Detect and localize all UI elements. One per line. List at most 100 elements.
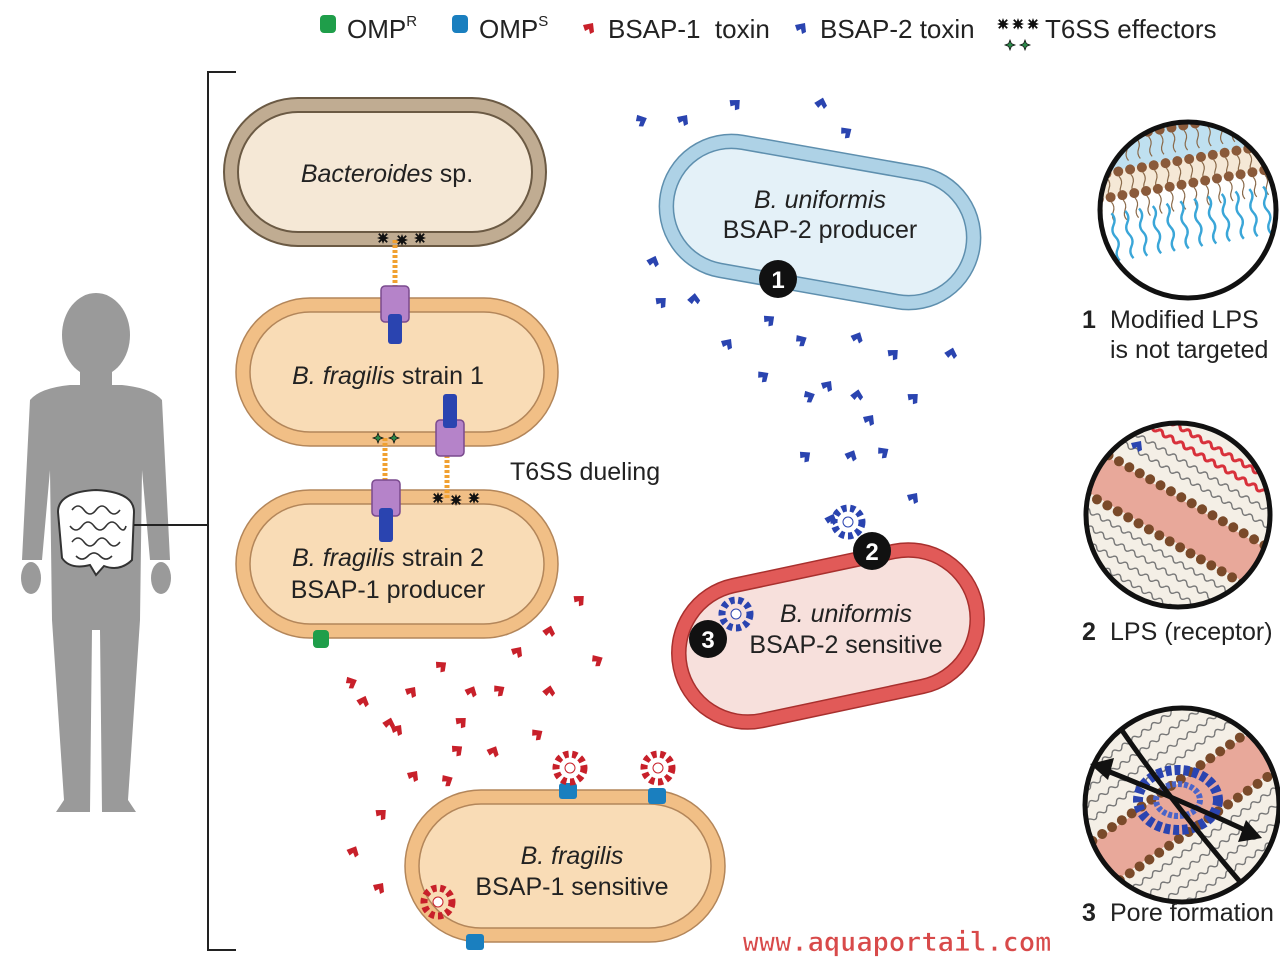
bsap1-toxin [541,684,556,700]
bsap2-toxin [813,97,828,112]
bsap2-toxin [797,449,812,464]
bsap2-toxin [943,347,958,362]
bidirectional-arrow-icon [1090,758,1262,842]
cell-bacteroides: Bacteroides sp. [223,97,547,247]
cell-fragilis-strain1: B. fragilis strain 1 [235,297,559,447]
bsap2-toxin [907,493,918,504]
legend-omp-s: OMPS [452,13,548,44]
inset2-line1: LPS (receptor) [1110,618,1273,646]
legend-omp-r: OMPR [320,13,417,44]
bsap1-toxin [511,647,522,658]
t6ss-connectors [371,231,481,542]
legend-omp-s-label: OMPS [479,13,548,44]
bsap2-toxin [886,348,899,361]
bsap2-toxin [632,113,648,129]
bsap2-toxin [875,445,890,460]
cell-uniformis-producer [658,133,982,311]
omp-s-swatch [452,15,468,33]
inset3-number: 3 [1082,899,1096,927]
marker-2: 2 [853,532,891,570]
bsap1-toxin [449,743,464,758]
bsap2-toxin [761,313,776,328]
inset-lps-receptor: 2 LPS (receptor) [1082,420,1273,646]
bsap1-toxin [374,808,387,821]
bracket [134,71,236,951]
fragilis1-label: B. fragilis strain 1 [292,362,484,390]
bsap2-toxin [677,115,688,126]
legend-bsap1: BSAP-1 toxin [583,14,770,44]
svg-text:3: 3 [701,627,714,654]
omp-s-protein [559,783,577,799]
bsap2-toxin [755,369,770,384]
cell-uniformis-sensitive [671,542,985,730]
bsap2-toxin [844,450,857,463]
bsap2-toxin [821,381,832,392]
marker-3: 3 [689,620,727,658]
legend: OMPR OMPS BSAP-1 toxin BSAP-2 toxin T6SS… [320,13,1217,51]
bsap2-toxin [906,392,919,405]
watermark: www.aquaportail.com [743,927,1052,958]
bsap2-toxin [800,389,816,405]
inset-pore-formation: 3 Pore formation [1082,705,1280,927]
uniformis-producer-name: B. uniformis [754,186,886,214]
uniformis-sensitive-name: B. uniformis [780,600,912,628]
legend-omp-r-label: OMPR [347,13,417,44]
inset-modified-lps: 1 Modified LPS is not targeted [1082,119,1279,364]
omp-r-swatch [320,15,336,33]
fragilis2-role: BSAP-1 producer [291,576,486,604]
bsap1-pore [556,754,584,782]
bsap1-toxin [342,675,358,691]
bsap2-toxin [823,513,838,528]
bsap2-toxin [863,415,874,426]
fragilis2-label: B. fragilis strain 2 [292,544,484,572]
cell-fragilis-strain2: B. fragilis strain 2 BSAP-1 producer [235,489,559,648]
bsap1-toxin [346,846,359,859]
svg-text:1: 1 [771,267,784,294]
omp-s-protein [466,934,484,950]
legend-t6ss-label: T6SS effectors [1045,14,1217,44]
bsap2-toxin-icon [795,23,806,34]
marker-1: 1 [759,260,797,298]
bsap1-toxin [433,659,448,674]
inset1-line1: Modified LPS [1110,306,1259,334]
cell-fragilis-sensitive: B. fragilis BSAP-1 sensitive [404,754,726,950]
intestine-icon [56,488,136,577]
bsap1-toxin [529,727,544,742]
bsap2-toxin [838,125,853,140]
legend-bsap2: BSAP-2 toxin [795,14,975,44]
inset1-number: 1 [1082,306,1096,334]
bsap1-toxin-icon [583,23,594,34]
bsap2-toxin [849,388,864,404]
bsap1-toxin [572,594,585,607]
bsap1-toxin [464,686,477,699]
bsap2-toxin [654,296,667,309]
bsap1-toxin [373,883,384,894]
inset2-number: 2 [1082,618,1096,646]
bsap1-toxin [407,771,418,782]
fragilis-sensitive-role: BSAP-1 sensitive [475,873,668,901]
bsap2-toxin [645,255,660,270]
bsap1-pore [644,754,672,782]
uniformis-sensitive-role: BSAP-2 sensitive [749,631,942,659]
bsap1-toxin [438,773,454,788]
bsap1-toxin [588,653,604,668]
omp-r-protein [313,630,329,648]
bsap2-pore [834,508,862,536]
bsap1-toxin [454,716,467,729]
fragilis-sensitive-name: B. fragilis [521,842,624,870]
omp-s-protein [648,788,666,804]
bacteroides-label: Bacteroides sp. [301,160,473,188]
bsap2-toxin [792,333,808,348]
bsap1-toxin [486,746,499,759]
bsap2-toxin [721,339,732,350]
legend-bsap1-label: BSAP-1 toxin [608,14,770,44]
t6ss-dueling-label: T6SS dueling [510,458,660,486]
bsap1-toxin [541,625,556,640]
uniformis-producer-role: BSAP-2 producer [723,216,918,244]
human-silhouette [21,293,171,812]
inset3-line1: Pore formation [1110,899,1274,927]
bsap2-toxin [850,332,863,345]
bsap2-toxin [728,98,741,111]
